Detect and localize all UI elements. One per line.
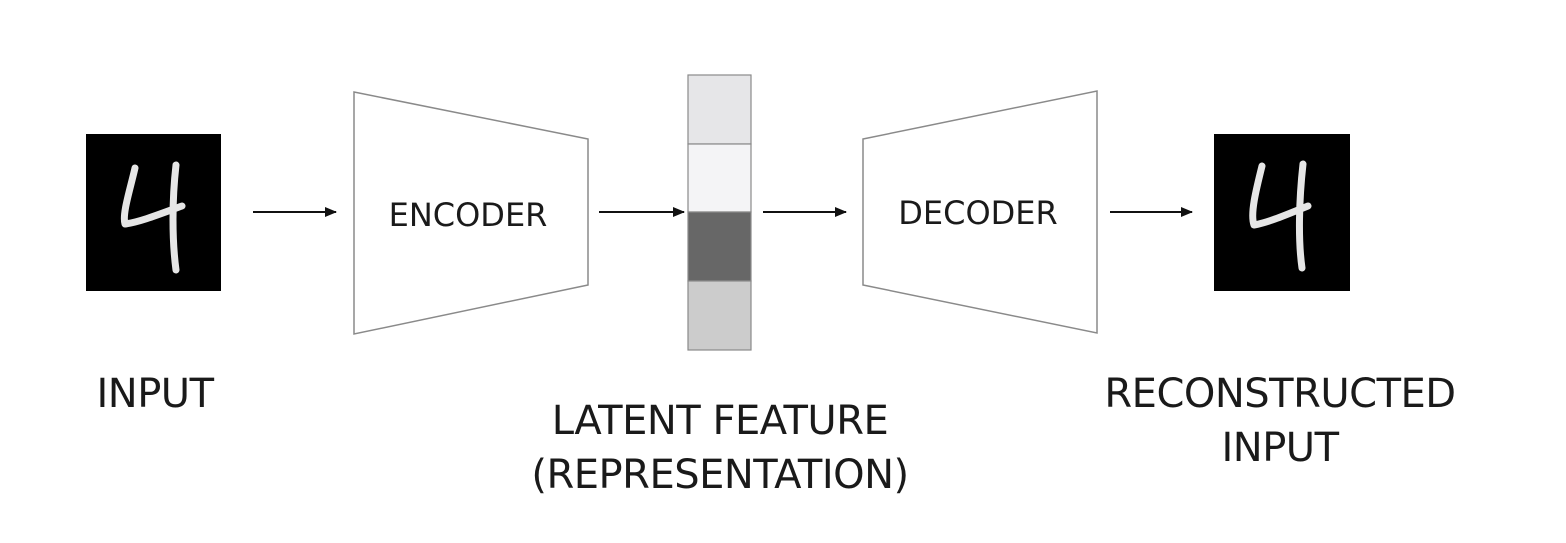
- encoder-block: ENCODER: [353, 91, 589, 335]
- latent-cell: [687, 143, 752, 213]
- digit-four-stroke: [1249, 160, 1312, 272]
- input-label: INPUT: [96, 371, 214, 417]
- reconstructed-label-line1: RECONSTRUCTED: [1104, 371, 1456, 417]
- reconstructed-image: [1214, 134, 1350, 291]
- latent-cell: [687, 211, 752, 282]
- latent-cell: [687, 74, 752, 145]
- latent-cell: [687, 280, 752, 351]
- digit-four-stroke: [120, 161, 186, 274]
- latent-label-line1: LATENT FEATURE: [551, 398, 889, 444]
- input-image: [86, 134, 221, 291]
- decoder-block: DECODER: [862, 90, 1098, 334]
- reconstructed-label-line2: INPUT: [1221, 425, 1339, 471]
- latent-label-line2: (REPRESENTATION): [531, 452, 909, 498]
- encoder-label: ENCODER: [389, 196, 548, 234]
- decoder-label: DECODER: [898, 194, 1057, 232]
- latent-vector: [687, 74, 752, 351]
